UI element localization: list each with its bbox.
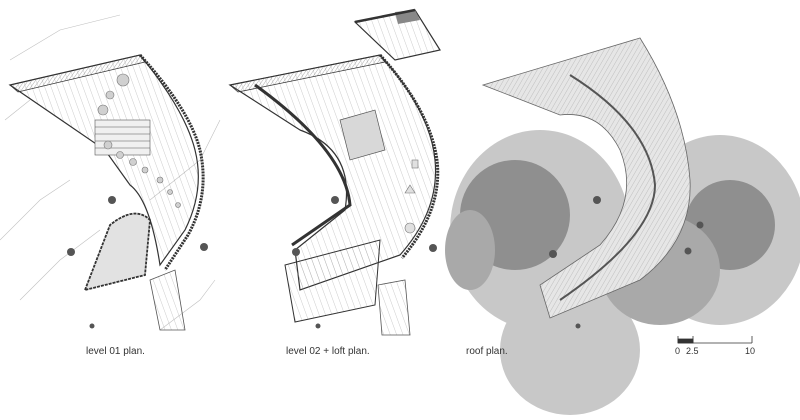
- roof-tree-dots: [549, 196, 704, 329]
- plan2-walkway: [377, 279, 411, 336]
- plan2-wall-hatch: [229, 54, 386, 93]
- plan1-curved-wall: [138, 53, 205, 271]
- roof-plan: [445, 37, 800, 415]
- level-01-plan: [0, 14, 221, 331]
- scale-label-0: 0: [675, 346, 681, 356]
- caption-level-01-plan: level 01 plan.: [86, 346, 145, 357]
- roof-boards: [483, 38, 691, 318]
- plan2-inner-curve: [254, 83, 352, 247]
- caption-level-02-loft-plan: level 02 + loft plan.: [286, 346, 370, 357]
- plan1-outline: [8, 54, 199, 267]
- plan2-tree-dots: [292, 196, 437, 329]
- scale-bar: [677, 336, 753, 344]
- roof-ridge: [559, 74, 657, 301]
- plan1-stairs: [94, 119, 151, 156]
- plan2-outer-curve: [378, 53, 440, 259]
- scale-label-10: 10: [745, 346, 756, 356]
- caption-roof-plan: roof plan.: [466, 346, 508, 357]
- scale-label-2-5: 2.5: [686, 346, 699, 356]
- plan1-circles: [97, 73, 181, 208]
- plan1-tree-dots: [67, 196, 208, 329]
- plan2-void: [339, 109, 386, 161]
- plan2-fixtures: [404, 159, 419, 234]
- plan1-wall-hatch: [9, 54, 146, 93]
- loft-inset: [353, 8, 441, 61]
- plan2-lower-deck: [284, 239, 381, 323]
- level-02-loft-plan: [228, 8, 441, 336]
- plan1-lower-wing: [83, 212, 151, 292]
- plan1-ramp: [149, 269, 186, 331]
